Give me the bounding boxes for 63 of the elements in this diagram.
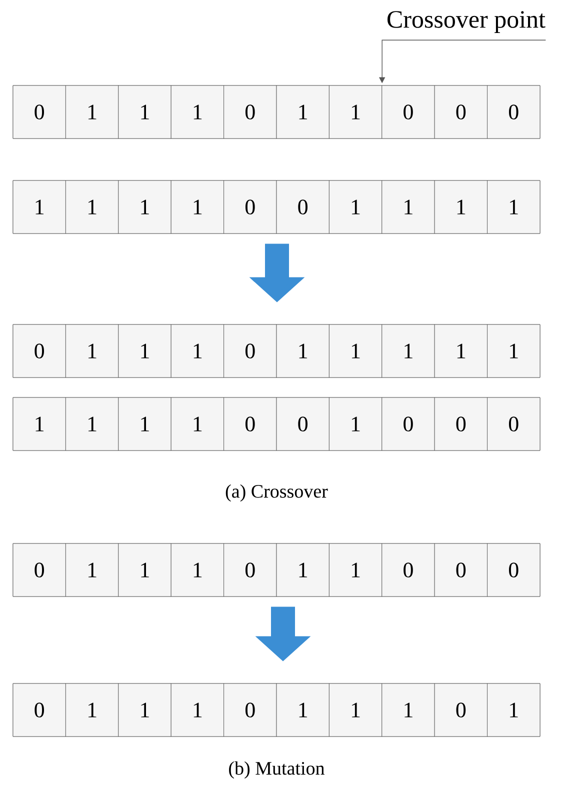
bit-cell: 0 [382,85,435,139]
bit-cell: 0 [382,397,435,451]
bit-cell: 1 [170,324,224,378]
bit-cell: 1 [118,543,172,597]
bit-cell: 0 [12,683,66,737]
bit-cell: 0 [224,324,277,378]
bit-cell: 0 [276,180,330,234]
bit-cell: 1 [66,397,119,451]
bit-cell: 1 [487,180,540,234]
bit-cell: 1 [66,85,119,139]
figure-caption: (a) Crossover [226,484,328,502]
bit-cell: 1 [329,543,382,597]
bit-cell: 0 [434,543,488,597]
bit-cell: 1 [434,324,488,378]
bit-cell: 0 [224,543,277,597]
bit-cell: 1 [118,397,172,451]
bit-cell: 0 [224,180,277,234]
bit-cell: 0 [12,543,66,597]
bit-cell: 1 [170,180,224,234]
bit-cell: 1 [382,683,435,737]
bit-cell: 1 [12,397,66,451]
bit-cell: 0 [224,683,277,737]
bit-cell: 1 [329,397,382,451]
bit-cell: 1 [66,180,119,234]
bit-cell: 1 [66,683,119,737]
bit-cell: 0 [434,85,488,139]
bit-cell: 1 [487,683,540,737]
bit-cell: 1 [487,324,540,378]
bit-cell: 0 [487,85,540,139]
bit-cell: 1 [118,324,172,378]
bit-cell: 1 [12,180,66,234]
callout-text: Crossover point [388,11,546,33]
bit-cell: 1 [66,543,119,597]
bit-cell: 1 [170,397,224,451]
bit-cell: 0 [434,397,488,451]
bit-cell: 0 [276,397,330,451]
bit-cell: 1 [118,683,172,737]
bit-cell: 1 [276,85,330,139]
bit-cell: 1 [434,180,488,234]
bit-cell: 1 [382,324,435,378]
figure-caption: (b) Mutation [229,761,324,779]
bit-cell: 1 [170,543,224,597]
bit-cell: 0 [382,543,435,597]
bit-cell: 1 [329,85,382,139]
bit-cell: 1 [66,324,119,378]
bit-cell: 0 [224,85,277,139]
bit-cell: 1 [329,683,382,737]
bit-cell: 0 [487,543,540,597]
bit-cell: 0 [224,397,277,451]
bit-cell: 1 [276,683,330,737]
bit-cell: 1 [276,324,330,378]
bit-cell: 0 [434,683,488,737]
bit-cell: 1 [382,180,435,234]
bit-cell: 0 [12,324,66,378]
bit-cell: 1 [170,85,224,139]
bit-cell: 1 [170,683,224,737]
bit-cell: 1 [276,543,330,597]
bit-cell: 1 [118,180,172,234]
bit-cell: 0 [12,85,66,139]
bit-cell: 1 [329,180,382,234]
bit-cell: 1 [118,85,172,139]
bit-cell: 1 [329,324,382,378]
bit-cell: 0 [487,397,540,451]
